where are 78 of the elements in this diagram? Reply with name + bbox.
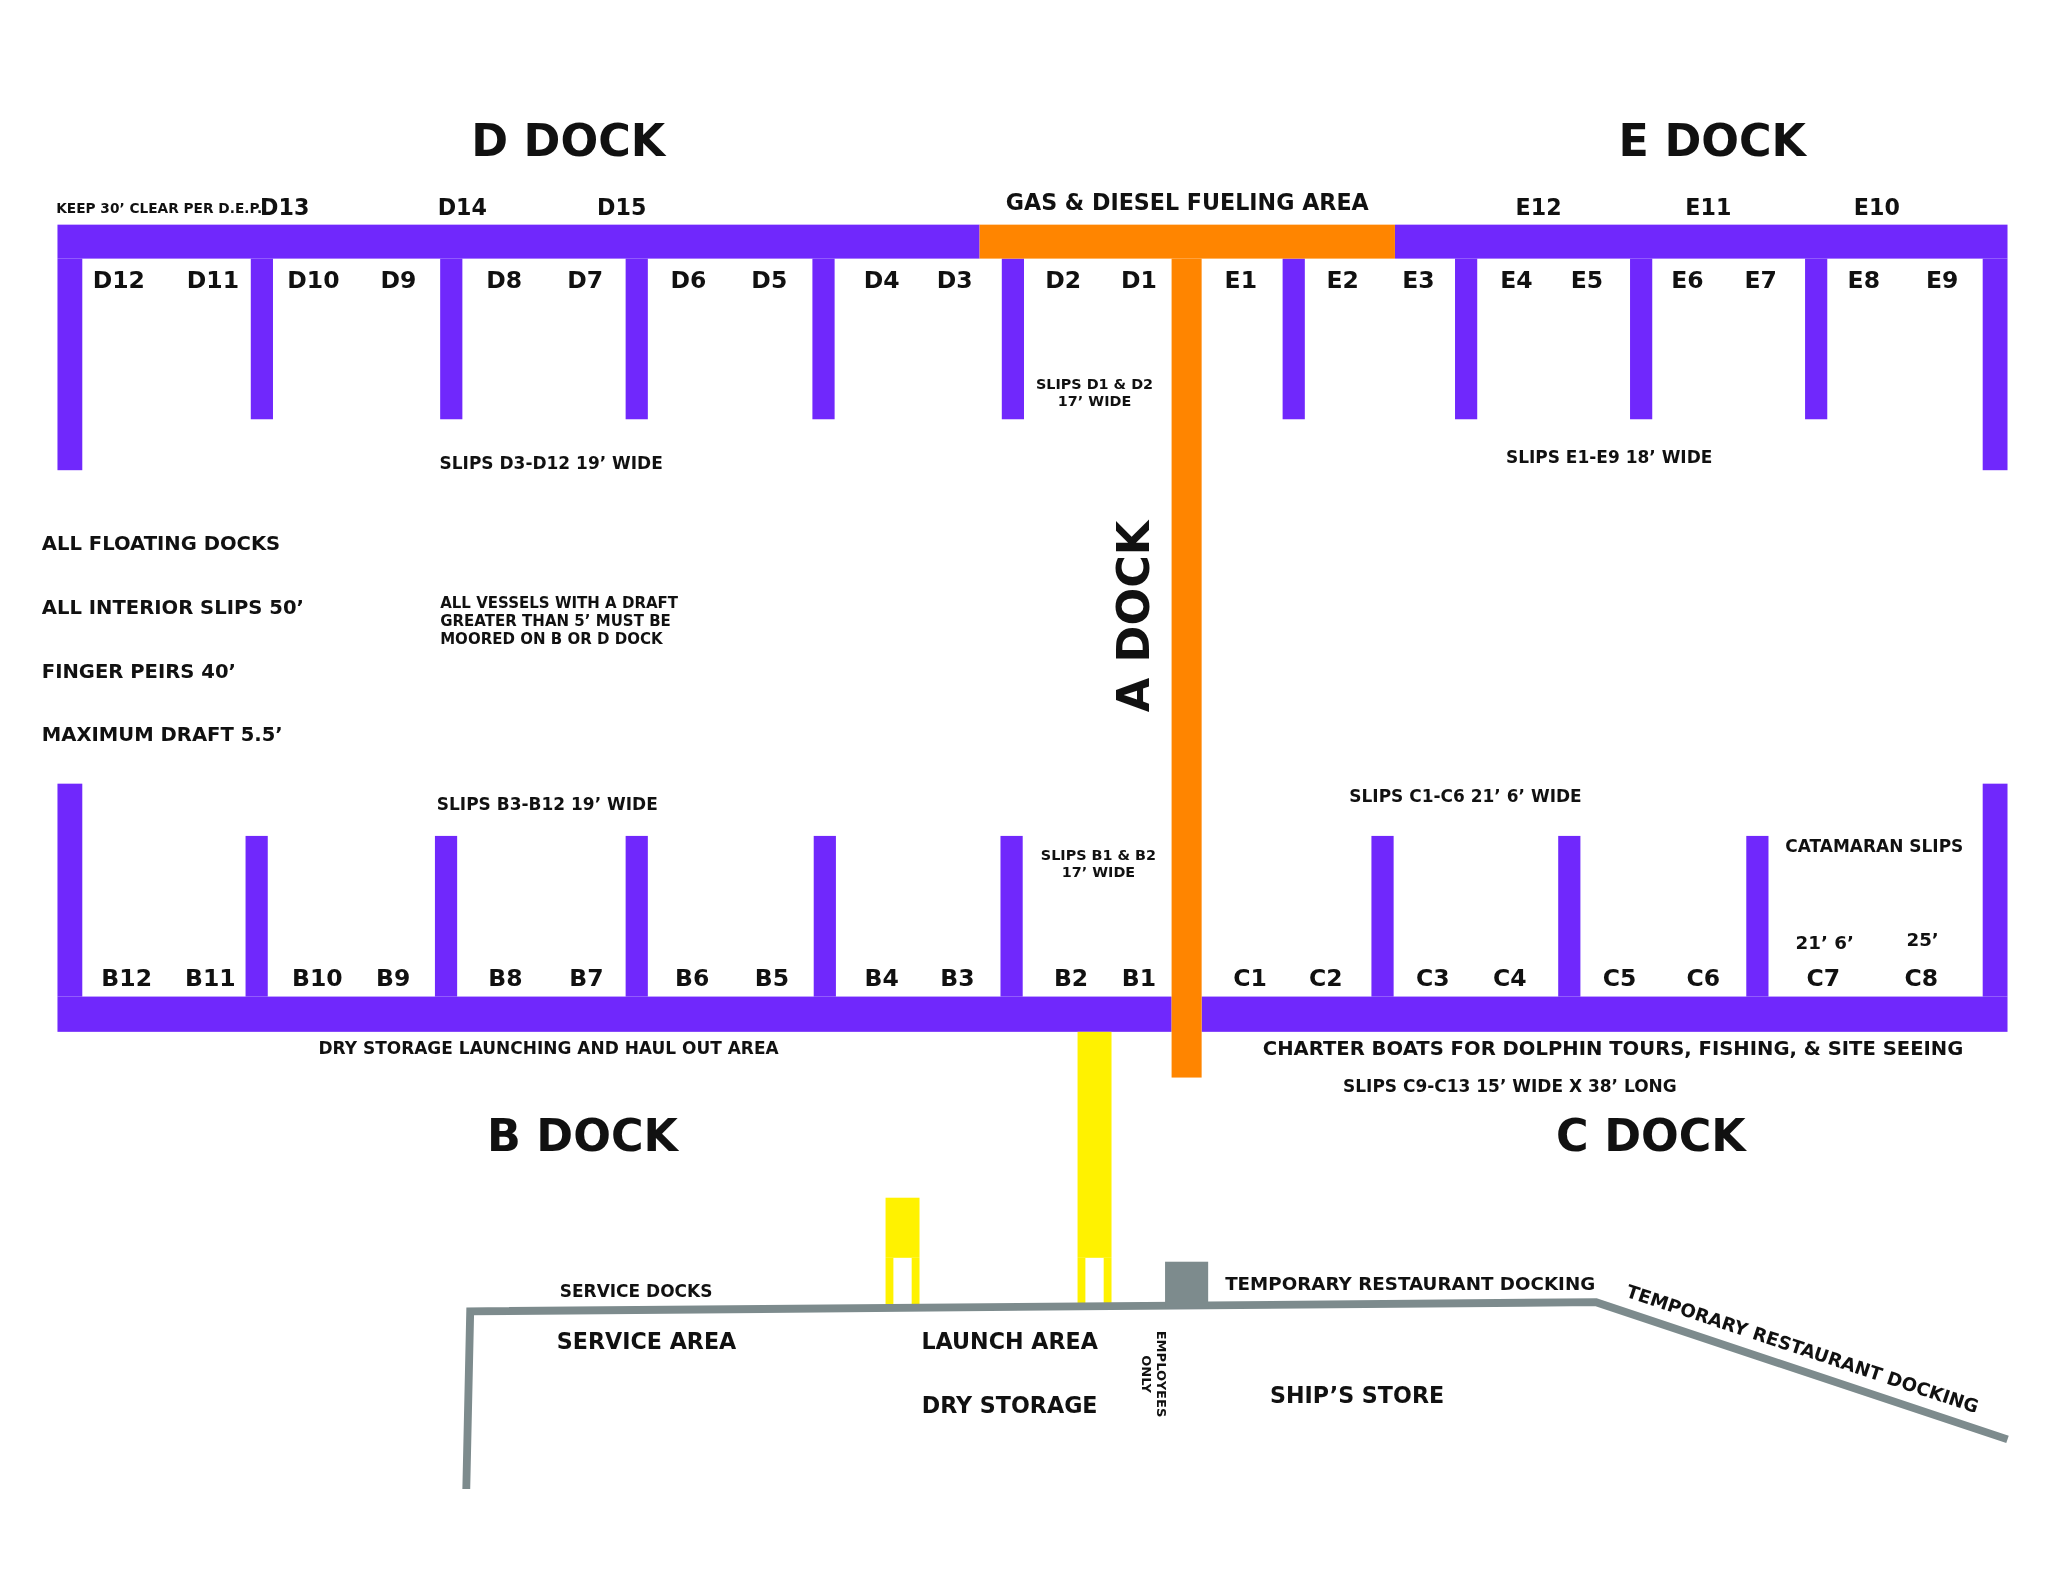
note-text: ALL INTERIOR SLIPS 50’ xyxy=(41,595,304,620)
slip-number: B11 xyxy=(184,964,236,993)
slip-number: D6 xyxy=(670,265,707,294)
area-label: SHIP’S STORE xyxy=(1270,1381,1445,1409)
slip-number: C3 xyxy=(1416,964,1450,993)
slip-number: B8 xyxy=(488,964,523,993)
slip-number: D9 xyxy=(380,265,417,294)
slip-number: E9 xyxy=(1926,265,1959,294)
slip-width-note: SLIPS C1-C6 21’ 6’ WIDE xyxy=(1349,786,1582,807)
slip-number: D8 xyxy=(486,265,523,294)
slip-number: D4 xyxy=(863,265,900,294)
area-label: LAUNCH AREA xyxy=(921,1328,1098,1355)
slip-number: D12 xyxy=(92,265,145,294)
slip-width-note: SLIPS B3-B12 19’ WIDE xyxy=(436,794,658,815)
note-text: MAXIMUM DRAFT 5.5’ xyxy=(41,722,283,746)
slip-number: E10 xyxy=(1853,194,1900,221)
slip-number: B4 xyxy=(864,964,899,993)
note-text: ALL VESSELS WITH A DRAFT GREATER THAN 5’ MUST BE MOORED ON B OR D DOCK xyxy=(440,594,680,649)
slip-number: E1 xyxy=(1224,265,1258,294)
slip-width-note: SLIPS D1 & D2 17’ WIDE xyxy=(1034,375,1155,411)
slip-width-label: 25’ xyxy=(1906,929,1939,952)
area-label: CATAMARAN SLIPS xyxy=(1785,836,1964,857)
note-text: ALL FLOATING DOCKS xyxy=(41,531,281,556)
area-label: SERVICE AREA xyxy=(556,1328,737,1355)
slip-number: B5 xyxy=(754,964,790,993)
slip-number: D3 xyxy=(936,265,973,294)
slip-number: E4 xyxy=(1500,265,1533,294)
slip-number: B9 xyxy=(376,964,411,993)
slip-number: E7 xyxy=(1744,265,1777,294)
slip-number: B3 xyxy=(940,964,975,993)
slip-width-note: SLIPS C9-C13 15’ WIDE X 38’ LONG xyxy=(1343,1076,1677,1097)
slip-number: D2 xyxy=(1045,265,1082,294)
area-label: GAS & DIESEL FUELING AREA xyxy=(1005,189,1369,216)
slip-width-note: SLIPS B1 & B2 17’ WIDE xyxy=(1039,847,1157,882)
slip-number: D10 xyxy=(287,265,340,294)
dock-name: C DOCK xyxy=(1556,1109,1746,1163)
slip-number: E11 xyxy=(1685,194,1732,221)
slip-number: E5 xyxy=(1570,265,1604,294)
slip-number: D7 xyxy=(567,265,604,294)
slip-number: C5 xyxy=(1602,964,1637,993)
slip-number: C8 xyxy=(1904,964,1939,993)
dock-name: D DOCK xyxy=(471,114,666,168)
slip-number: B10 xyxy=(292,964,343,993)
slip-number: D14 xyxy=(437,194,488,221)
slip-number: B2 xyxy=(1053,964,1089,993)
slip-number: D5 xyxy=(751,265,788,294)
slip-number: E3 xyxy=(1402,265,1435,294)
slip-width-note: SLIPS E1-E9 18’ WIDE xyxy=(1505,446,1713,468)
area-label: DRY STORAGE LAUNCHING AND HAUL OUT AREA xyxy=(318,1038,779,1059)
area-label: DRY STORAGE xyxy=(921,1392,1098,1419)
slip-number: C4 xyxy=(1493,964,1527,993)
note-text: KEEP 30’ CLEAR PER D.E.P. xyxy=(56,199,263,216)
area-label: CHARTER BOATS FOR DOLPHIN TOURS, FISHING, & SITE SEEING xyxy=(1262,1037,1964,1061)
area-label: SERVICE DOCKS xyxy=(559,1281,713,1302)
slip-number: C7 xyxy=(1806,964,1841,993)
slip-number: D11 xyxy=(186,265,239,294)
slip-number: B1 xyxy=(1121,964,1157,993)
slip-number: E8 xyxy=(1847,265,1881,294)
slip-number: B7 xyxy=(569,964,604,993)
area-label: TEMPORARY RESTAURANT DOCKING xyxy=(1225,1272,1596,1295)
slip-width-note: SLIPS D3-D12 19’ WIDE xyxy=(439,453,663,474)
slip-number: E2 xyxy=(1326,265,1359,294)
slip-number: C1 xyxy=(1233,964,1267,993)
slip-number: D13 xyxy=(260,194,310,221)
slip-number: C6 xyxy=(1686,964,1720,993)
slip-width-label: 21’ 6’ xyxy=(1795,932,1854,954)
slip-number: B6 xyxy=(675,964,710,993)
dock-name: E DOCK xyxy=(1618,114,1807,168)
slip-number: E6 xyxy=(1671,265,1704,294)
note-text: FINGER PEIRS 40’ xyxy=(41,659,236,684)
slip-number: D1 xyxy=(1121,265,1157,294)
slip-number: B12 xyxy=(101,964,152,993)
dock-name: B DOCK xyxy=(487,1109,678,1163)
dock-name: A DOCK xyxy=(1107,520,1161,713)
slip-number: C2 xyxy=(1308,964,1343,993)
slip-number: E12 xyxy=(1515,194,1562,221)
area-label: EMPLOYEES ONLY xyxy=(1137,1329,1169,1420)
slip-number: D15 xyxy=(597,194,647,221)
